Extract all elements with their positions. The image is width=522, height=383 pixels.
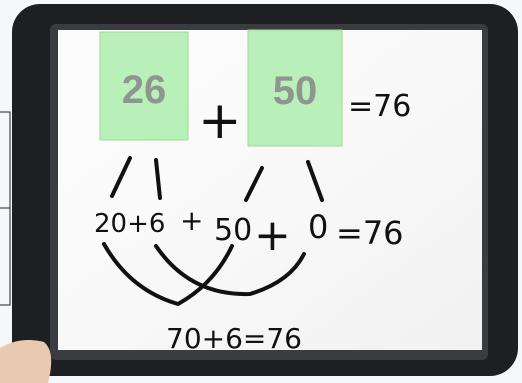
row1-plus: + — [198, 91, 242, 151]
card-26-label: 26 — [122, 68, 167, 112]
row1-result: =76 — [348, 89, 411, 124]
row2-result: =76 — [336, 214, 404, 252]
number-card-26: 26 — [99, 31, 189, 141]
number-card-50: 50 — [247, 29, 343, 147]
split-strokes — [110, 156, 324, 202]
row2-expanded-26: 20+6 — [94, 209, 165, 239]
row2-plus-2: + — [254, 210, 291, 261]
combine-curves — [102, 242, 306, 307]
card-50-label: 50 — [273, 69, 318, 113]
row3-final-sum: 70+6=76 — [166, 322, 302, 355]
row2-expanded-50-ones: 0 — [308, 208, 328, 246]
hand — [0, 340, 52, 383]
row2-plus-1: + — [180, 204, 203, 237]
row2-expanded-50-tens: 50 — [214, 213, 252, 248]
